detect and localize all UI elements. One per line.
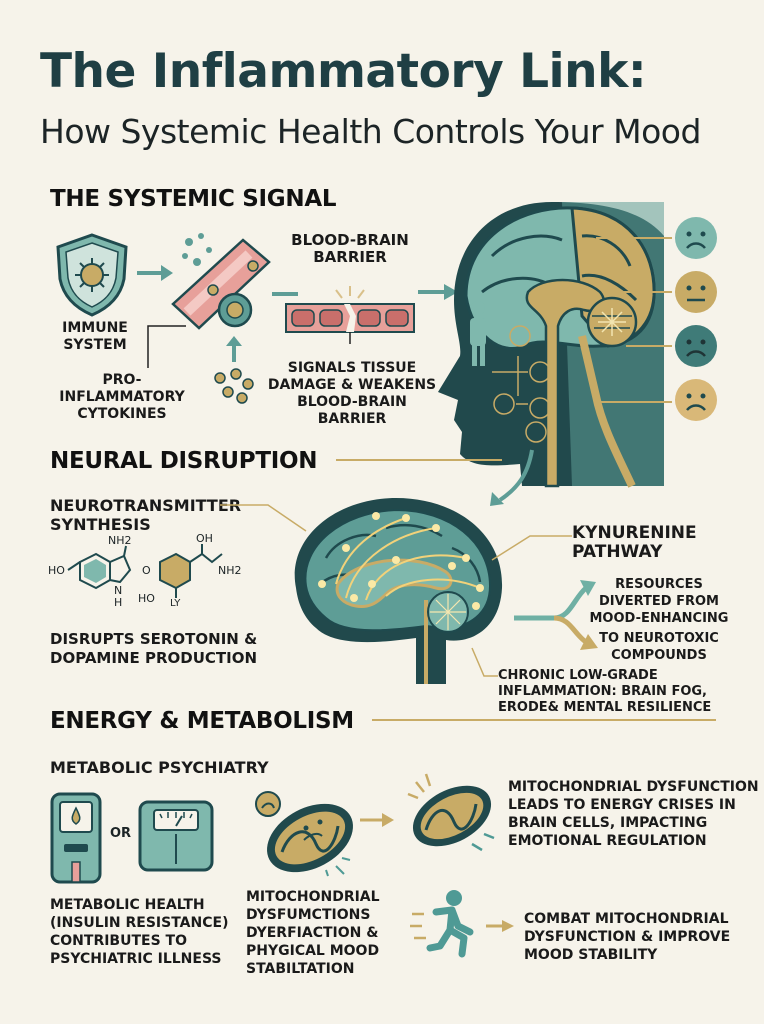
blood-vessel-icon [171, 233, 271, 330]
kynurenine-pathway-label: KYNURENINE PATHWAY [572, 523, 697, 562]
chem-oh-text: OH [196, 532, 213, 545]
immune-system-label: IMMUNE SYSTEM [62, 320, 128, 353]
or-label: OR [110, 826, 132, 841]
chem-n-text: N [114, 584, 123, 597]
glucometer-icon [50, 792, 102, 884]
arrow-icon [490, 449, 534, 506]
mitochondrial-dysfunctions-label: MITOCHONDRIAL DYSFUMCTIONS DYERFIACTIOΝ … [246, 889, 380, 977]
neutral-face-icon [675, 271, 717, 313]
weight-scale-icon [138, 800, 214, 872]
chem-nh2-text: NH2 [218, 564, 242, 577]
energy-crises-label: MITOCHONDRIAL DYSFUNCTION LEADS TO ENERG… [508, 779, 759, 849]
mood-faces-column [675, 217, 717, 421]
arrow-icon [360, 813, 394, 827]
combat-dysfunction-label: COMBAT MITOCHONDRIAL DYSFUNCTION & IMPRO… [524, 911, 731, 963]
cytokines-label: PRO-INFLAMMATORY CYTOKINES [59, 372, 185, 422]
worried-face-icon [675, 379, 717, 421]
signals-tissue-damage-label: SIGNALS TISSUE DAMAGE & WEAKENS BLOOD-BR… [267, 360, 437, 427]
connector-line [471, 647, 498, 677]
section-heading-energy-metabolism: ENERGY & METABOLISM [50, 708, 354, 734]
disrupts-serotonin-label: DISRUPTS SEROTONIN & DOPAMINE PRODUCTION [50, 630, 258, 667]
arrow-icon [418, 284, 458, 300]
metabolic-health-label: METABOLIC HEALTH (INSULIN RESISTANCE) CO… [50, 897, 229, 967]
connector-line [220, 504, 307, 532]
section-divider [372, 719, 716, 721]
mitochondrion-energy-icon [407, 773, 495, 852]
connector-line [491, 535, 572, 561]
serotonin-structure: NH2 HO N H [48, 534, 138, 620]
page-title: The Inflammatory Link: [40, 44, 647, 99]
chem-h-text: H [114, 596, 123, 609]
page-subtitle: How Systemic Health Controls Your Mood [40, 112, 701, 151]
chronic-inflammation-label: CHRONIC LOW-GRADE INFLAMMATION: BRAIN FO… [498, 668, 712, 715]
chem-ho-text: HO [48, 564, 65, 577]
head-brain-icon [438, 202, 664, 488]
unhappy-face-icon [675, 325, 717, 367]
pathway-split-arrows [514, 580, 598, 650]
running-person-icon [410, 890, 474, 958]
arrow-icon [486, 920, 514, 932]
molecule-icon [67, 545, 132, 590]
sad-mitochondrion-icon [255, 791, 353, 877]
chem-o-text: O [142, 564, 151, 577]
neurotoxic-label: TO NEUROTOXIC COMPOUNDS [599, 631, 719, 663]
section-heading-neural-disruption: NEURAL DISRUPTION [50, 448, 318, 474]
sad-face-icon [675, 217, 717, 259]
chem-ho-text: HO [138, 592, 155, 605]
cytokine-dots-icon [214, 336, 254, 404]
mood-connector-lines [596, 237, 672, 403]
blood-brain-barrier-label: BLOOD-BRAIN BARRIER [291, 231, 409, 266]
section-heading-systemic-signal: THE SYSTEMIC SIGNAL [50, 186, 337, 212]
dopamine-structure: OH NH2 O HO LY [138, 532, 248, 620]
chem-nh2-text: NH2 [108, 534, 132, 547]
connector-line [147, 325, 186, 368]
blood-brain-barrier-icon [285, 286, 415, 344]
brain-icon [294, 498, 503, 684]
molecule-icon [159, 544, 223, 598]
immune-shield-icon [56, 233, 128, 317]
arrow-icon [272, 292, 298, 296]
section-divider [336, 459, 502, 461]
arrow-icon [137, 265, 173, 281]
resources-diverted-label: RESOURCES DIVERTED FROM MOOD-ENHANCING [589, 577, 729, 626]
metabolic-psychiatry-subheading: METABOLIC PSYCHIATRY [50, 758, 269, 777]
chem-ly-text: LY [170, 598, 181, 609]
neurotransmitter-synthesis-label: NEUROTRANSMITTER SYNTHESIS [50, 496, 242, 534]
